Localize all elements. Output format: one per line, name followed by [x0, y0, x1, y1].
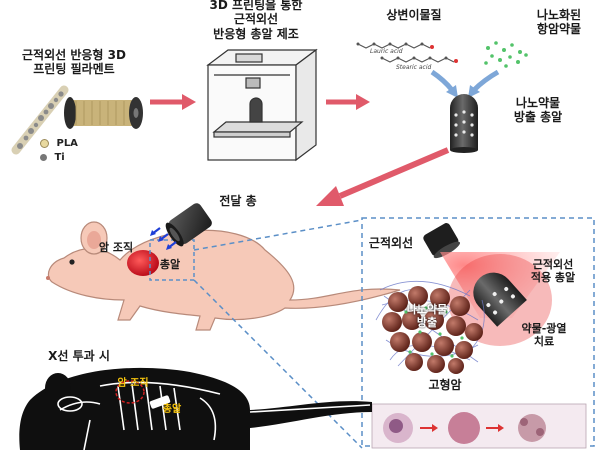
legend-ti: Ti: [40, 152, 65, 163]
solid-tumor-cluster: [375, 280, 485, 374]
printer-illustration: [206, 48, 318, 162]
bullet-title: 나노약물 방출 총알: [513, 96, 563, 125]
pcm-molecules: [356, 42, 458, 63]
cell-micrograph-strip: [371, 403, 587, 449]
nano-drug-title: 나노화된 항암약물: [536, 8, 582, 37]
nir-bullet-label: 근적외선 적용 총알: [530, 258, 576, 285]
ingredient-arrows: [430, 69, 500, 98]
pcm-title: 상변이물질: [386, 8, 442, 22]
mouse-zoom-box: [149, 239, 195, 281]
mouse-illustration: [46, 221, 401, 331]
nir-label: 근적외선: [368, 236, 414, 250]
nano-release-label: 나노약물 방출: [406, 303, 448, 330]
filament-title: 근적외선 반응형 3D 프린팅 필라멘트: [22, 48, 126, 77]
arrow-bullet-to-mouse: [316, 147, 450, 206]
xray-title: X선 투과 시: [48, 349, 110, 363]
nano-drug-particles: [484, 41, 528, 68]
nanodrug-bullet: [450, 94, 478, 153]
legend-pla-label: PLA: [56, 138, 78, 149]
gun-label: 전달 총: [219, 194, 257, 208]
legend-pla-swatch: [40, 138, 49, 148]
tumor-label: 암 조직: [98, 241, 134, 254]
delivery-gun: [150, 203, 212, 250]
arrow-printer-to-bullet: [326, 94, 370, 110]
stearic-acid-label: Stearic acid: [396, 64, 432, 71]
bullet-label: 총알: [159, 258, 181, 271]
legend-pla: PLA: [40, 138, 78, 149]
lauric-acid-label: Lauric acid: [370, 48, 403, 55]
zoom-lines: [193, 219, 363, 449]
legend-ti-swatch: [40, 153, 47, 161]
xray-tumor-label: 암 조직: [117, 378, 149, 389]
ptt-label: 약물-광열 치료: [521, 322, 567, 349]
legend-ti-label: Ti: [54, 152, 65, 163]
arrow-filament-to-printer: [150, 94, 196, 110]
tumor-on-mouse: [127, 250, 159, 276]
printer-title: 3D 프린팅을 통한 근적외선 반응형 총알 제조: [209, 0, 303, 41]
filament-rod: [11, 85, 69, 155]
xray-bullet-label: 총알: [162, 404, 182, 415]
solid-tumor-label: 고형암: [428, 378, 462, 392]
nir-applied-bullet: [473, 272, 527, 327]
filament-spool: [64, 97, 143, 129]
xray-mouse: [19, 367, 372, 450]
